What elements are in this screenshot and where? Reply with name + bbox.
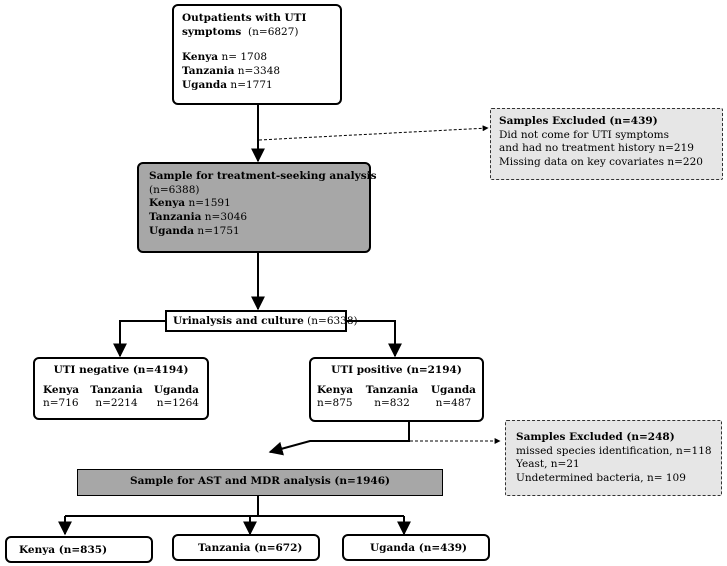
negative-kenya-label: Kenya [43, 383, 80, 396]
outpatients-uganda-label: Uganda [182, 78, 228, 91]
treatment-tanzania-label: Tanzania [149, 210, 202, 223]
uganda-final-box: Uganda (n=439) [342, 534, 490, 561]
ast-mdr-box: Sample for AST and MDR analysis (n=1946) [77, 469, 443, 496]
kenya-final-box: Kenya (n=835) [5, 536, 153, 563]
treatment-kenya-value: n=1591 [185, 197, 231, 210]
negative-uganda-value: n=1264 [156, 397, 199, 410]
uganda-final-label: Uganda (n=439) [370, 542, 468, 554]
outpatients-title-2: symptoms [182, 25, 242, 38]
treatment-box: Sample for treatment-seeking analysis (n… [137, 162, 377, 253]
tanzania-final-box: Tanzania (n=672) [172, 534, 320, 561]
positive-tanzania-label: Tanzania [365, 383, 419, 396]
excluded-2-line: Undetermined bacteria, n= 109 [516, 471, 686, 484]
treatment-kenya-label: Kenya [149, 197, 186, 210]
positive-tanzania-value: n=832 [374, 397, 410, 410]
treatment-title-1: Sample for treatment-seeking analysis [149, 170, 377, 182]
urinalysis-count: (n=6338) [303, 315, 358, 327]
outpatients-kenya-value: n= 1708 [218, 51, 268, 64]
excluded-1-line: and had no treatment history n=219 [499, 142, 694, 155]
treatment-uganda-value: n=1751 [194, 224, 240, 237]
treatment-title-2: (n=6388) [149, 183, 200, 196]
excluded-2-title: Samples Excluded (n=248) [516, 431, 675, 443]
treatment-tanzania-value: n=3046 [201, 210, 248, 223]
treatment-uganda-label: Uganda [149, 224, 195, 237]
outpatients-tanzania-label: Tanzania [182, 64, 235, 77]
excluded-box-2: Samples Excluded (n=248) missed species … [505, 420, 722, 496]
kenya-final-label: Kenya (n=835) [19, 544, 108, 556]
excluded-1-line: Did not come for UTI symptoms [499, 128, 669, 141]
outpatients-uganda-value: n=1771 [227, 78, 273, 91]
negative-tanzania-label: Tanzania [90, 383, 143, 396]
excluded-1-line: Missing data on key covariates n=220 [499, 155, 703, 168]
urinalysis-box: Urinalysis and culture (n=6338) [165, 310, 358, 332]
uti-negative-title: UTI negative (n=4194) [53, 364, 189, 376]
outpatients-tanzania-value: n=3348 [234, 64, 281, 77]
outpatients-kenya-label: Kenya [182, 51, 219, 64]
outpatients-count: (n=6827) [248, 25, 299, 38]
tanzania-final-label: Tanzania (n=672) [198, 542, 303, 554]
excluded-2-line: missed species identification, n=118 [516, 444, 712, 457]
outpatients-box: Outpatients with UTI symptoms (n=6827) K… [172, 4, 342, 105]
positive-uganda-label: Uganda [430, 383, 476, 396]
positive-kenya-label: Kenya [317, 383, 354, 396]
excluded-box-1: Samples Excluded (n=439) Did not come fo… [490, 108, 723, 180]
dashed-arrow-excluded-1 [258, 125, 489, 141]
negative-tanzania-value: n=2214 [95, 397, 138, 410]
uti-positive-title: UTI positive (n=2194) [331, 364, 462, 376]
urinalysis-label: Urinalysis and culture [173, 315, 304, 327]
positive-uganda-value: n=487 [435, 397, 472, 410]
arrow-positive-to-ast [268, 422, 410, 456]
positive-kenya-value: n=875 [317, 397, 353, 410]
outpatients-title-1: Outpatients with UTI [182, 12, 307, 24]
excluded-1-title: Samples Excluded (n=439) [499, 115, 658, 127]
excluded-2-line: Yeast, n=21 [516, 458, 580, 471]
negative-kenya-value: n=716 [43, 397, 79, 410]
ast-mdr-label: Sample for AST and MDR analysis (n=1946) [129, 475, 390, 487]
negative-uganda-label: Uganda [153, 383, 199, 396]
